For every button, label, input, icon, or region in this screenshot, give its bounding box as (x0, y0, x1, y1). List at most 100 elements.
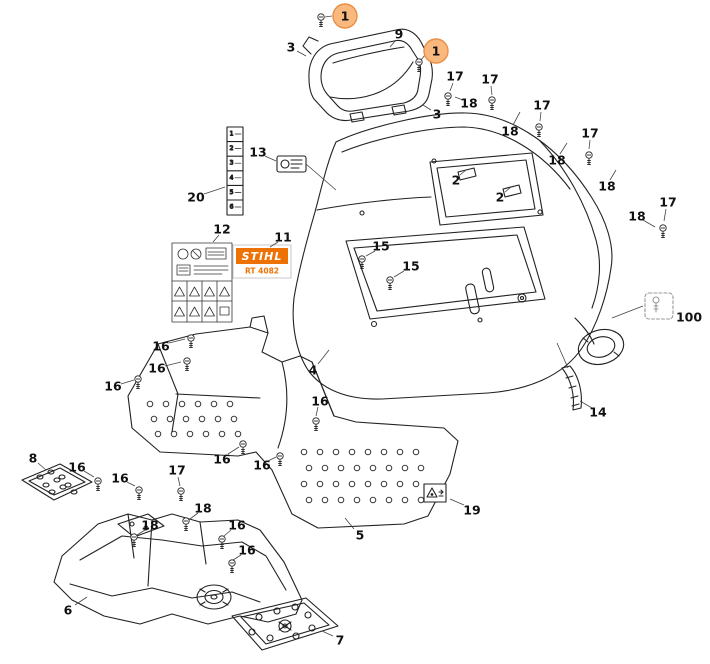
screws (94, 13, 667, 573)
callout-100-24[interactable]: 100 (676, 310, 702, 325)
screw-icon (177, 487, 185, 501)
part-7-plate (231, 597, 339, 651)
svg-text:1: 1 (432, 44, 441, 59)
part20-row-label: 6 (230, 204, 234, 211)
svg-text:18: 18 (460, 96, 477, 111)
callout-14-25[interactable]: 14 (589, 405, 607, 420)
part-11-brand-label: STIHL RT 4082 (232, 244, 292, 279)
callout-3-4[interactable]: 3 (433, 107, 442, 122)
screw-icon (358, 255, 366, 269)
stihl-model-text: RT 4082 (245, 267, 279, 276)
svg-text:20: 20 (187, 190, 205, 205)
callout-17-5[interactable]: 17 (446, 69, 463, 84)
callout-2-16[interactable]: 2 (496, 190, 505, 205)
svg-text:13: 13 (249, 145, 266, 160)
callout-8-30[interactable]: 8 (29, 451, 38, 466)
part-12-info-sticker (171, 242, 233, 323)
callout-17-13[interactable]: 17 (659, 195, 676, 210)
callout-16-31[interactable]: 16 (68, 460, 86, 475)
callout-16-27[interactable]: 16 (148, 361, 166, 376)
svg-text:17: 17 (581, 126, 598, 141)
svg-text:16: 16 (111, 471, 129, 486)
callout-16-34[interactable]: 16 (213, 452, 231, 467)
screw-icon (585, 151, 593, 165)
callout-17-9[interactable]: 17 (533, 98, 550, 113)
leader-lines (37, 15, 667, 637)
callout-15-21[interactable]: 15 (372, 239, 389, 254)
callout-3-2[interactable]: 3 (287, 40, 296, 55)
callout-18-8[interactable]: 18 (501, 124, 518, 139)
svg-text:14: 14 (589, 405, 607, 420)
svg-text:15: 15 (372, 239, 389, 254)
callout-16-35[interactable]: 16 (253, 458, 271, 473)
callout-16-32[interactable]: 16 (111, 471, 129, 486)
svg-text:1: 1 (341, 9, 350, 24)
screw-icon (239, 440, 247, 454)
part-20-strip (226, 126, 244, 216)
svg-text:12: 12 (213, 222, 230, 237)
callout-15-22[interactable]: 15 (402, 259, 419, 274)
screw-icon (228, 559, 236, 573)
svg-text:16: 16 (228, 518, 246, 533)
callout-20-18[interactable]: 20 (187, 190, 205, 205)
svg-text:4: 4 (309, 363, 318, 378)
svg-text:18: 18 (194, 501, 211, 516)
screw-icon (276, 452, 284, 466)
svg-text:17: 17 (481, 72, 498, 87)
callout-1-1[interactable]: 1 (423, 38, 449, 64)
callout-17-7[interactable]: 17 (481, 72, 498, 87)
part20-row-label: 1 (230, 131, 234, 138)
callout-2-15[interactable]: 2 (452, 173, 461, 188)
callout-5-40[interactable]: 5 (356, 528, 365, 543)
callout-7-43[interactable]: 7 (336, 633, 345, 648)
svg-text:16: 16 (104, 379, 122, 394)
screw-icon (317, 13, 325, 27)
callout-1-0[interactable]: 1 (332, 3, 358, 29)
callout-18-36[interactable]: 18 (194, 501, 211, 516)
svg-text:2: 2 (496, 190, 505, 205)
part-6-lower-frame (53, 513, 303, 625)
part20-row-label: 4 (230, 174, 234, 181)
callout-11-20[interactable]: 11 (274, 230, 291, 245)
svg-text:18: 18 (501, 124, 518, 139)
callout-16-39[interactable]: 16 (238, 543, 256, 558)
callout-6-42[interactable]: 6 (64, 603, 73, 618)
part-9-tray (302, 28, 433, 123)
callout-19-41[interactable]: 19 (463, 503, 480, 518)
callout-16-38[interactable]: 16 (228, 518, 246, 533)
callout-4-23[interactable]: 4 (309, 363, 318, 378)
svg-text:18: 18 (628, 209, 645, 224)
callout-18-10[interactable]: 18 (548, 153, 565, 168)
svg-text:11: 11 (274, 230, 291, 245)
screw-icon (94, 477, 102, 491)
svg-text:17: 17 (446, 69, 463, 84)
svg-text:17: 17 (659, 195, 676, 210)
callout-17-33[interactable]: 17 (168, 463, 185, 478)
callout-16-26[interactable]: 16 (152, 339, 170, 354)
callout-18-6[interactable]: 18 (460, 96, 477, 111)
svg-text:9: 9 (395, 27, 404, 42)
part-19-warning-sticker (423, 483, 447, 503)
callout-17-11[interactable]: 17 (581, 126, 598, 141)
screw-icon (659, 224, 667, 238)
screw-icon (386, 276, 394, 290)
callout-9-3[interactable]: 9 (395, 27, 404, 42)
screw-icon (135, 486, 143, 500)
svg-text:18: 18 (141, 518, 158, 533)
callout-16-29[interactable]: 16 (311, 394, 329, 409)
screw-icon (488, 96, 496, 110)
svg-text:2: 2 (452, 173, 461, 188)
callout-16-28[interactable]: 16 (104, 379, 122, 394)
callout-12-19[interactable]: 12 (213, 222, 230, 237)
svg-text:16: 16 (238, 543, 256, 558)
svg-text:5: 5 (356, 528, 365, 543)
callout-18-12[interactable]: 18 (598, 179, 615, 194)
svg-text:3: 3 (433, 107, 442, 122)
svg-text:19: 19 (463, 503, 480, 518)
callout-13-17[interactable]: 13 (249, 145, 266, 160)
callout-18-37[interactable]: 18 (141, 518, 158, 533)
callout-18-14[interactable]: 18 (628, 209, 645, 224)
